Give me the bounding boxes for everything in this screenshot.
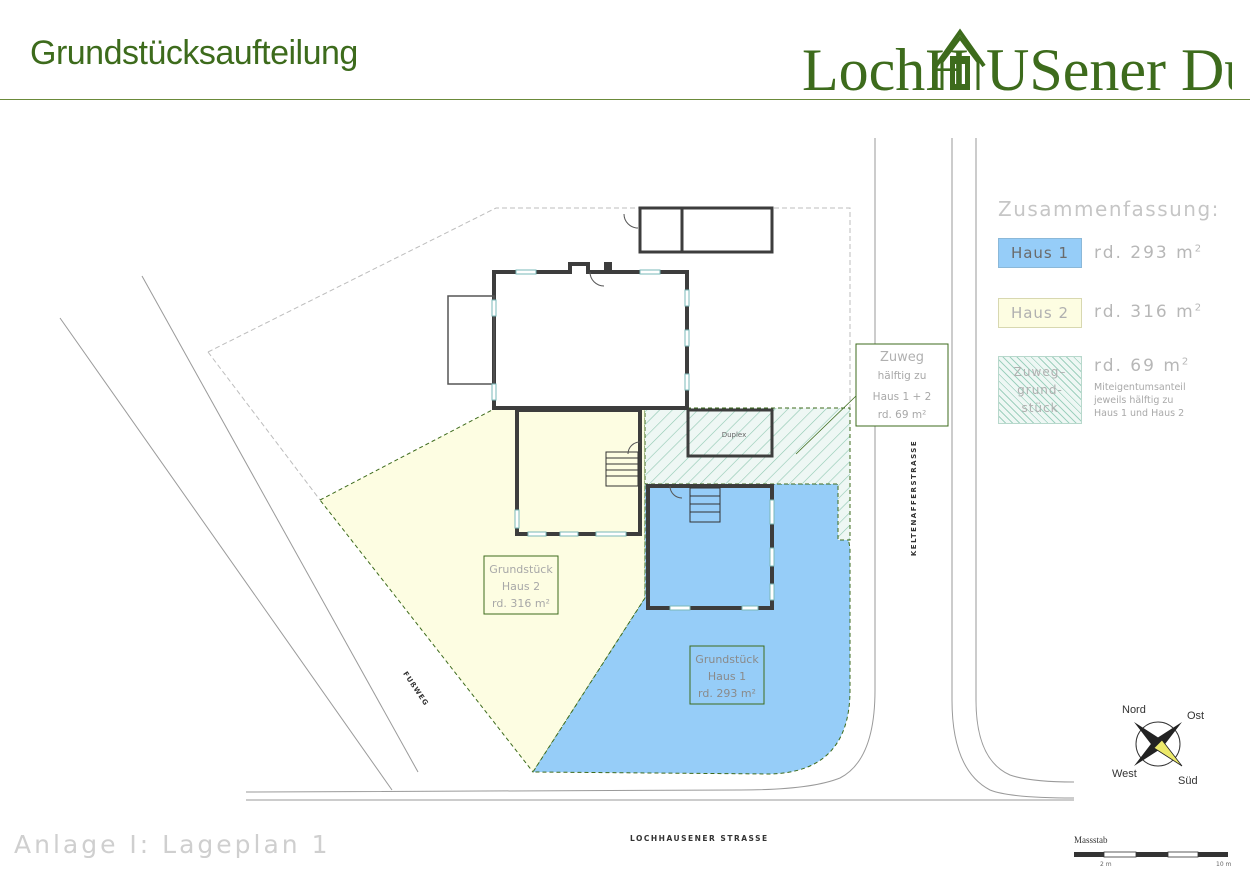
- street-label-south: LOCHHAUSENER STRASSE: [630, 834, 769, 843]
- area-exponent: 2: [1194, 302, 1204, 314]
- area-value: rd. 293 m: [1094, 243, 1195, 263]
- legend-haus1-swatch: Haus 1: [998, 238, 1082, 268]
- plot-haus1-label: Grundstück Haus 1 rd. 293 m²: [689, 645, 765, 705]
- legend-zuweg-swatch: Zuweg– grund- stück: [998, 356, 1082, 424]
- area-value: rd. 316 m: [1094, 302, 1195, 322]
- summary-title: Zusammenfassung:: [998, 197, 1220, 221]
- logo: LochH USener Duo: [802, 26, 1250, 103]
- footpath-label: FUßWEG: [401, 670, 430, 707]
- scale-min: 2 m: [1100, 861, 1112, 868]
- zuweg-callout: Zuweg hälftig zu Haus 1 + 2 rd. 69 m²: [795, 343, 949, 455]
- compass-west: West: [1112, 768, 1137, 780]
- duplex-label: Duplex: [722, 431, 747, 439]
- plot-haus1-label-line: Haus 1: [708, 670, 746, 683]
- plot-haus2-label-line: rd. 316 m²: [492, 597, 550, 610]
- legend-zuweg-note: Miteigentumsanteil jeweils hälftig zu Ha…: [1094, 382, 1186, 419]
- legend-zuweg-label-line: grund-: [1017, 383, 1063, 397]
- compass-rose-icon: [1134, 721, 1183, 767]
- zuweg-callout-line: hälftig zu: [878, 370, 927, 382]
- building-walls: [447, 206, 774, 610]
- area-value: rd. 69 m: [1094, 356, 1182, 376]
- legend-zuweg-label-line: Zuweg–: [1013, 365, 1067, 379]
- plot-zuweg: [644, 407, 851, 541]
- zuweg-callout-line: Haus 1 + 2: [873, 391, 932, 403]
- page-title: Grundstücksaufteilung: [30, 34, 358, 72]
- scale-bar: Massstab 2 m 10 m: [1074, 835, 1232, 868]
- doors: [589, 213, 683, 499]
- legend-zuweg-area: rd. 69 m2: [1094, 356, 1190, 376]
- zuweg-callout-line: rd. 69 m²: [878, 409, 927, 421]
- legend-haus2-swatch: Haus 2: [998, 298, 1082, 328]
- area-exponent: 2: [1181, 356, 1191, 368]
- legend-zuweg-label-line: stück: [1021, 401, 1059, 415]
- plot-haus2-label: Grundstück Haus 2 rd. 316 m²: [483, 555, 559, 615]
- legend-haus1-area: rd. 293 m2: [1094, 243, 1203, 263]
- scale-label: Massstab: [1074, 835, 1108, 845]
- compass-east: Ost: [1187, 710, 1204, 722]
- street-label-east: KELTENAFFERSTRASSE: [910, 440, 918, 556]
- street-lines: [59, 138, 1075, 801]
- legend-haus2-area: rd. 316 m2: [1094, 302, 1203, 322]
- header-divider: [0, 99, 1250, 100]
- plot-haus1-label-line: Grundstück: [695, 653, 759, 666]
- compass-south: Süd: [1178, 775, 1198, 787]
- house-icon: [934, 28, 986, 90]
- zuweg-callout-line: Zuweg: [880, 350, 924, 365]
- compass-north: Nord: [1122, 704, 1146, 716]
- stairs: [605, 451, 721, 523]
- legend-haus2-label: Haus 2: [1010, 304, 1070, 322]
- area-exponent: 2: [1194, 243, 1204, 255]
- plot-haus1-label-line: rd. 293 m²: [698, 687, 756, 700]
- plot-haus2-label-line: Haus 2: [502, 580, 540, 593]
- scale-max: 10 m: [1216, 861, 1232, 868]
- legend-haus1-label: Haus 1: [1010, 244, 1070, 262]
- windows: [491, 269, 775, 611]
- logo-text-right: USener Duo: [986, 37, 1232, 98]
- annex-label: Anlage I: Lageplan 1: [14, 830, 331, 859]
- plot-haus2-label-line: Grundstück: [489, 563, 553, 576]
